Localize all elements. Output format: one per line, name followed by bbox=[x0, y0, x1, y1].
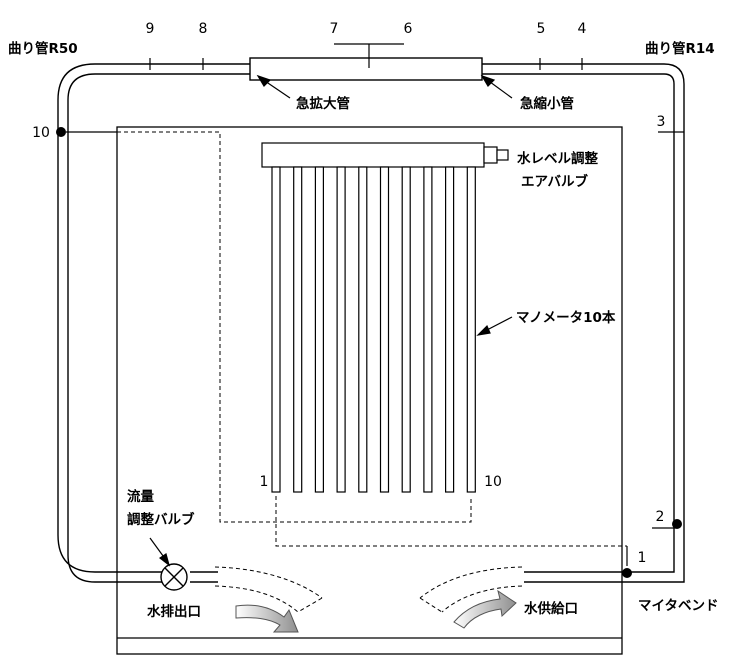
flow-control-valve[interactable] bbox=[160, 563, 188, 591]
air-valve-tip bbox=[496, 149, 509, 161]
label-manometer: マノメータ10本 bbox=[516, 309, 616, 326]
tap-dot-2 bbox=[672, 519, 682, 529]
point-number-7: 7 bbox=[330, 21, 339, 37]
point-number-1: 1 bbox=[638, 550, 647, 566]
manometer-number-first: 1 bbox=[260, 474, 269, 490]
label-flow: 流量 bbox=[127, 488, 154, 505]
label-air-valve: エアバルブ bbox=[521, 173, 588, 190]
manometer-header bbox=[261, 142, 485, 168]
label-miter-bend: マイタベンド bbox=[638, 598, 718, 614]
point-number-4: 4 bbox=[578, 21, 587, 37]
sudden-expansion-pipe bbox=[249, 57, 483, 81]
point-number-3: 3 bbox=[657, 114, 666, 130]
manometer-tube-1 bbox=[271, 166, 281, 493]
point-number-8: 8 bbox=[199, 21, 208, 37]
manometer-tube-5 bbox=[358, 166, 368, 493]
manometer-tube-2 bbox=[293, 166, 303, 493]
point-number-9: 9 bbox=[146, 21, 155, 37]
label-water-inlet: 水供給口 bbox=[524, 600, 578, 617]
leader-arrows bbox=[149, 74, 513, 567]
manometer-tube-10 bbox=[466, 166, 476, 493]
point-number-5: 5 bbox=[537, 21, 546, 37]
inlet-flow-arrow bbox=[453, 589, 517, 629]
label-water-level-adjust: 水レベル調整 bbox=[517, 150, 598, 167]
manometer-tube-6 bbox=[379, 166, 390, 493]
label-bend-r14: 曲り管R14 bbox=[645, 40, 715, 57]
pressure-tap-ticks bbox=[149, 58, 684, 566]
point-number-10: 10 bbox=[32, 125, 50, 141]
tank-outline bbox=[116, 126, 623, 655]
label-sudden-contraction: 急縮小管 bbox=[520, 95, 574, 112]
manometer-tube-3 bbox=[314, 166, 324, 493]
label-water-outlet: 水排出口 bbox=[147, 603, 201, 620]
air-valve bbox=[483, 146, 498, 164]
tap-dot-10 bbox=[56, 127, 66, 137]
manometer-tube-7 bbox=[401, 166, 411, 493]
point-number-2: 2 bbox=[656, 509, 665, 525]
tap-dot-1 bbox=[622, 568, 632, 578]
label-adjust-valve: 調整バルブ bbox=[127, 511, 195, 528]
circuit-pipe bbox=[57, 63, 685, 583]
dashed-connection-lines bbox=[117, 131, 627, 613]
outlet-flow-arrow bbox=[235, 604, 299, 633]
manometer-tube-4 bbox=[336, 166, 346, 493]
point-number-6: 6 bbox=[404, 21, 413, 37]
label-bend-r50: 曲り管R50 bbox=[8, 40, 78, 57]
manometer-tube-8 bbox=[423, 166, 433, 493]
manometer-number-last: 10 bbox=[484, 474, 502, 490]
manometer-tube-9 bbox=[445, 166, 455, 493]
manometer-tubes bbox=[271, 166, 476, 493]
label-sudden-expansion: 急拡大管 bbox=[296, 95, 350, 112]
